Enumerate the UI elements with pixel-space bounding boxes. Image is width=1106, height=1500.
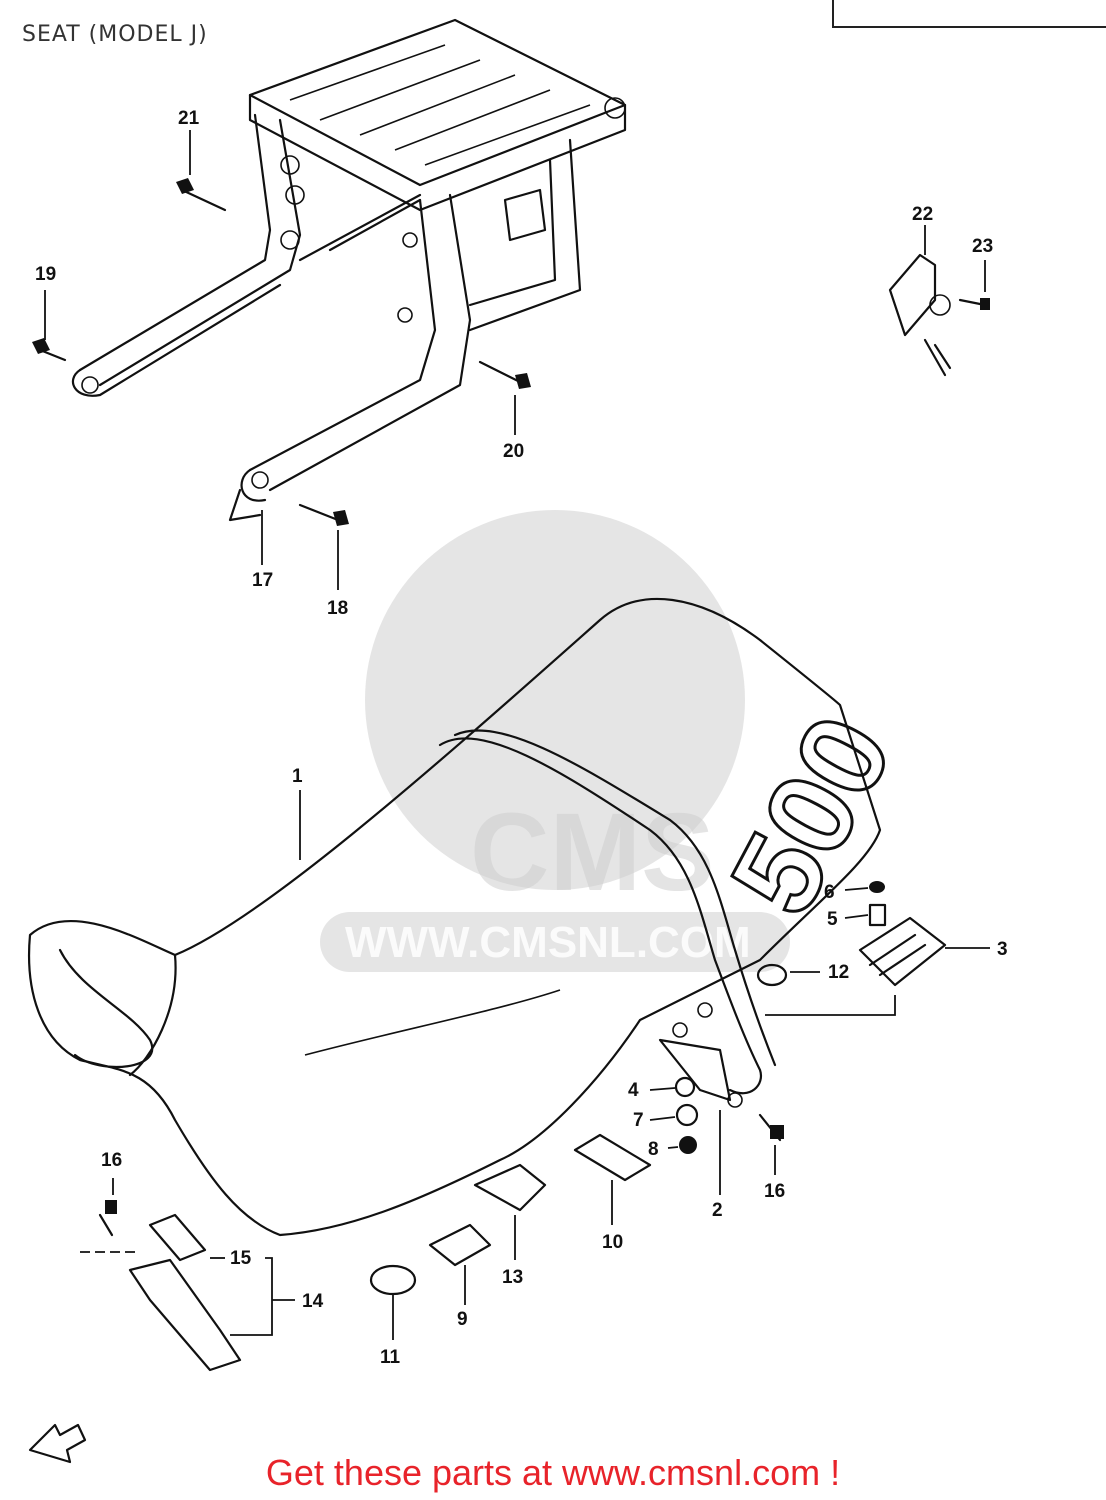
watermark-logo-text: CMS: [470, 791, 714, 914]
part-label-21: 21: [178, 108, 200, 129]
watermark-logo: CMS WWW.CMSNL.COM: [320, 510, 790, 972]
part-label-16-right: 16: [764, 1181, 785, 1202]
part-label-12: 12: [828, 962, 849, 983]
diagram-title: SEAT (MODEL J): [22, 22, 208, 47]
part-label-5: 5: [827, 909, 838, 930]
part-label-7: 7: [633, 1110, 644, 1131]
part-labels: 1 2 3 4 5 6 7 8 9 10 11 12 13 14 15 16 1…: [35, 108, 1008, 1368]
part-label-22: 22: [912, 204, 933, 225]
part-label-8: 8: [648, 1139, 659, 1160]
front-direction-arrow-icon: [28, 1423, 87, 1464]
part-label-16-left: 16: [101, 1150, 122, 1171]
part-label-10: 10: [602, 1232, 623, 1253]
part-label-18: 18: [327, 598, 348, 619]
carrier-bolts: [32, 178, 531, 526]
part-label-3: 3: [997, 939, 1008, 960]
part-label-1: 1: [292, 766, 303, 787]
part-label-4: 4: [628, 1080, 639, 1101]
part-label-9: 9: [457, 1309, 468, 1330]
part-label-13: 13: [502, 1267, 523, 1288]
part-label-2: 2: [712, 1200, 723, 1221]
footer-parts-link[interactable]: Get these parts at www.cmsnl.com !: [265, 1452, 841, 1493]
luggage-carrier: [71, 18, 627, 522]
part-label-14: 14: [302, 1291, 324, 1312]
small-hardware: [98, 881, 947, 1372]
part-label-17: 17: [252, 570, 273, 591]
part-label-6: 6: [824, 882, 835, 903]
watermark-url: WWW.CMSNL.COM: [345, 918, 751, 967]
seat-lock: [888, 253, 990, 377]
part-label-11: 11: [380, 1347, 401, 1368]
part-label-15: 15: [230, 1248, 252, 1269]
title-block-corner: [832, 0, 1106, 28]
leader-lines: [44, 130, 990, 1340]
part-label-20: 20: [503, 441, 524, 462]
part-label-23: 23: [972, 236, 993, 257]
part-label-19: 19: [35, 264, 56, 285]
